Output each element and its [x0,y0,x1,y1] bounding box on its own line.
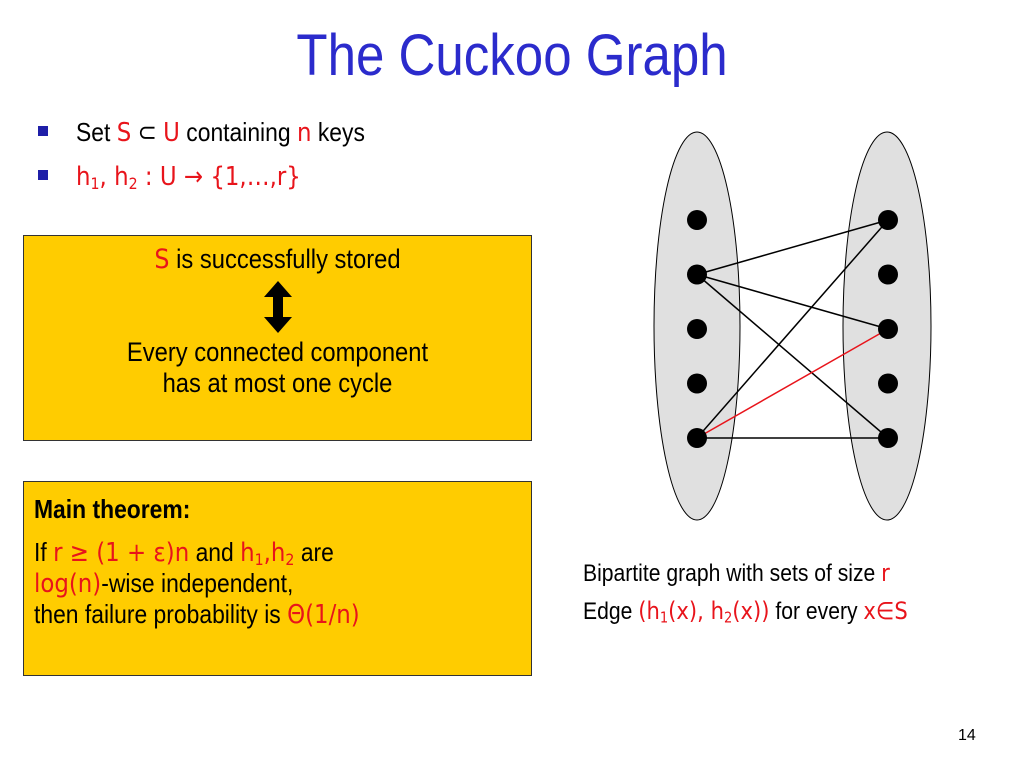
claim-line-2: Every connected component [126,337,429,367]
page-number: 14 [958,727,976,744]
graph-edges [696,219,889,439]
right-node-0 [878,210,898,230]
set-u: U [163,118,180,148]
set-s: S [116,118,132,148]
bullet-item-hash: h1, h2 : U → {1,…,r} [36,156,404,200]
right-node-1 [878,264,898,285]
keys-word: keys [317,117,365,147]
theorem-line-3: then failure probability is Θ(1/n) [34,599,360,630]
graph-caption: Bipartite graph with sets of size r Edge… [583,554,952,630]
subset-symbol: ⊂ [137,117,157,147]
theorem-heading: Main theorem: [34,494,191,524]
bullet-item-set: Set S ⊂ U containing n keys [36,112,404,156]
hash-definition: h1, h2 : U → {1,…,r} [76,162,301,194]
caption-line-1: Bipartite graph with sets of size r [583,559,890,587]
claim-line-1: S is successfully stored [154,244,401,275]
graph-nodes [687,210,898,448]
caption-line-2: Edge (h1(x), h2(x)) for every x∈S [583,597,908,627]
right-node-2 [878,319,898,339]
right-node-4 [878,428,898,448]
left-node-1 [687,264,707,285]
left-node-0 [687,210,707,230]
left-node-3 [687,373,707,394]
right-node-3 [878,373,898,394]
left-node-2 [687,319,707,339]
slide-title: The Cuckoo Graph [296,23,728,88]
set-word: Set [76,117,111,147]
claim-line-3: has at most one cycle [162,368,393,398]
graph-edge-1 [696,273,889,330]
bullet-square-icon [38,126,48,136]
graph-edge-2 [696,273,889,439]
claim-box: S is successfully stored Every connected… [23,235,532,441]
theorem-line-1: If r ≥ (1 + ε)n and h1,h2 are [34,537,334,570]
graph-edge-0 [696,219,889,276]
bullet-square-icon [38,170,48,180]
graph-edge-3 [696,219,889,439]
graph-edge-5 [696,328,889,439]
theorem-box: Main theorem: If r ≥ (1 + ε)n and h1,h2 … [23,481,532,676]
containing-word: containing [186,117,291,147]
left-node-4 [687,428,707,448]
n-symbol: n [296,118,312,148]
theorem-line-2: log(n)-wise independent, [34,568,294,599]
bullet-list: Set S ⊂ U containing n keys h1, h2 : U →… [36,112,404,200]
double-arrow-updown-icon [263,281,292,333]
